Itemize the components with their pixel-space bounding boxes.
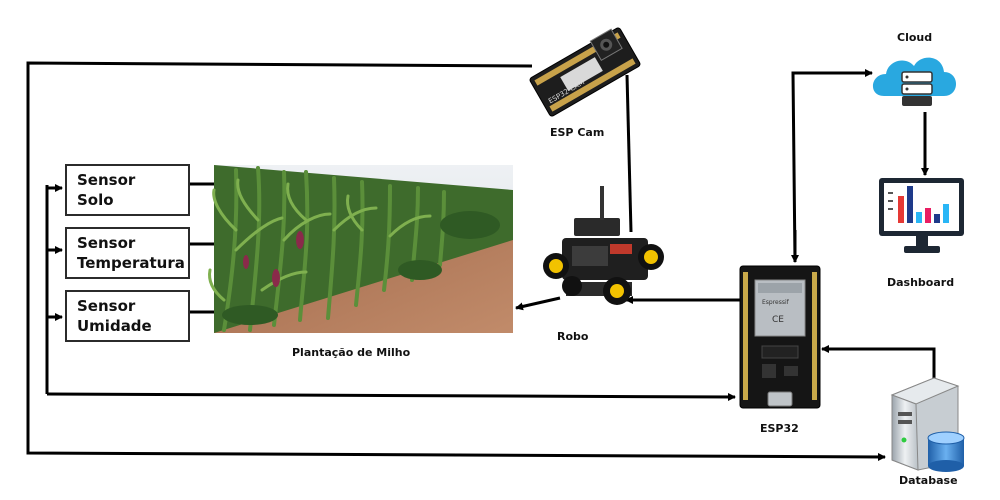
sensor-temperatura-line1: Sensor bbox=[77, 234, 136, 252]
connection-lines bbox=[26, 61, 936, 461]
sensor-umidade-box: Sensor Umidade bbox=[65, 290, 190, 342]
sensor-solo-line1: Sensor bbox=[77, 171, 136, 189]
bus-to-esp32-arrow bbox=[46, 392, 736, 401]
esp32-board-icon: Espressif CE bbox=[739, 265, 821, 409]
robot-to-field-arrow bbox=[515, 296, 561, 311]
field-label: Plantação de Milho bbox=[292, 346, 411, 359]
esp-cam-label: ESP Cam bbox=[550, 126, 605, 139]
camera-outer-loop-line bbox=[26, 61, 886, 461]
sensor-solo-box: Sensor Solo bbox=[65, 164, 190, 216]
cornfield-image bbox=[208, 165, 513, 333]
robot-car-icon bbox=[543, 186, 664, 305]
sensor-umidade-line2: Umidade bbox=[77, 317, 152, 335]
camera-board-icon: ESP32-CAM bbox=[529, 27, 641, 117]
sensor-solo-line2: Solo bbox=[77, 191, 114, 209]
database-to-esp32-arrow bbox=[821, 345, 936, 378]
module-brand-print: Espressif bbox=[762, 299, 790, 306]
sensor-temperatura-line2: Temperatura bbox=[77, 254, 185, 272]
module-marks-print: CE bbox=[772, 315, 784, 325]
cloud-label: Cloud bbox=[897, 31, 933, 44]
robot-label: Robo bbox=[557, 330, 589, 343]
database-label: Database bbox=[899, 474, 958, 487]
cloud-server-icon bbox=[872, 57, 956, 106]
esp32-label: ESP32 bbox=[760, 422, 799, 435]
database-server-icon bbox=[890, 377, 965, 472]
sensor-umidade-line1: Sensor bbox=[77, 297, 136, 315]
dashboard-monitor-icon bbox=[879, 178, 964, 253]
esp32-cloud-link bbox=[791, 69, 873, 263]
dashboard-label: Dashboard bbox=[887, 276, 955, 289]
camera-to-robot-line bbox=[625, 74, 633, 233]
sensor-temperatura-box: Sensor Temperatura bbox=[65, 227, 190, 279]
